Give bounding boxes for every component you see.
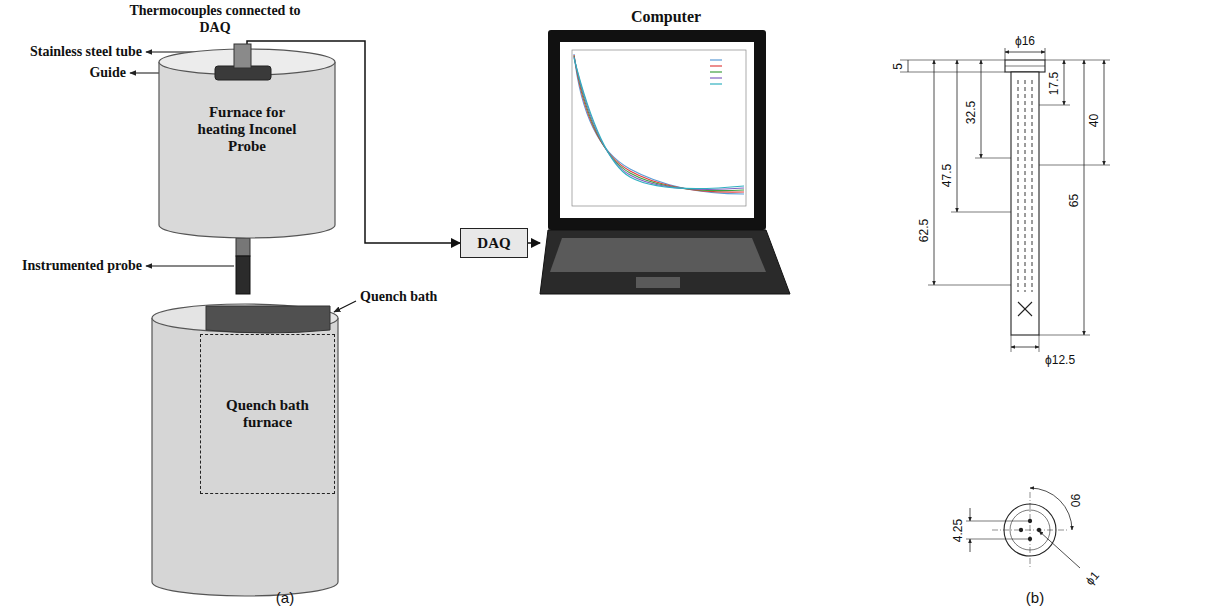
furnace-cylinder: Furnace for heating Inconel Probe bbox=[158, 44, 336, 240]
hole-line bbox=[1032, 80, 1033, 292]
leader-lines-part bbox=[146, 265, 234, 266]
probe-drawing-part bbox=[1005, 48, 1006, 60]
probe-drawing-part bbox=[1039, 335, 1090, 336]
dimension-label: ϕ1 bbox=[1083, 568, 1103, 588]
instrumented-probe-part bbox=[236, 256, 250, 294]
keyboard bbox=[550, 238, 766, 272]
probe-drawing-part bbox=[1011, 72, 1039, 335]
hole-line bbox=[1025, 80, 1026, 292]
hole-line bbox=[1018, 80, 1019, 292]
dimension-label: 5 bbox=[892, 62, 905, 71]
probe-drawing-part bbox=[992, 530, 1068, 531]
daq-box: DAQ bbox=[460, 228, 528, 258]
part-label: Thermocouples connected to DAQ bbox=[120, 2, 310, 36]
dimension-label: 4.25 bbox=[952, 517, 965, 542]
laptop-base bbox=[540, 230, 790, 294]
probe-drawing-part bbox=[1045, 60, 1110, 61]
probe-drawing-part bbox=[1018, 80, 1032, 292]
laptop-shape bbox=[540, 4, 792, 296]
probe-drawing-part bbox=[928, 285, 1011, 286]
cooling-curve bbox=[574, 54, 744, 194]
screen bbox=[560, 42, 754, 218]
plot-key-line bbox=[710, 59, 722, 60]
instrumented-probe-part bbox=[236, 238, 250, 256]
node-text: Furnace for heating Inconel Probe bbox=[184, 104, 310, 155]
part-label: Quench bath bbox=[360, 289, 437, 305]
probe-drawing-part bbox=[975, 158, 1011, 159]
plot-key-line bbox=[710, 83, 722, 84]
plot-frame bbox=[572, 50, 746, 206]
cylinder-body bbox=[159, 62, 335, 238]
plot-key-line bbox=[710, 65, 722, 66]
probe-drawing-part bbox=[970, 508, 971, 521]
dimension-label: 47.5 bbox=[941, 162, 954, 187]
node-text: Quench bath furnace bbox=[223, 397, 312, 431]
instrumented-probe bbox=[236, 238, 250, 294]
probe-drawing-part bbox=[1030, 488, 1072, 530]
stainless-steel-tube bbox=[234, 44, 251, 68]
touchpad bbox=[636, 277, 680, 288]
dimension-label: 90 bbox=[1068, 492, 1081, 507]
dimension-label: 32.5 bbox=[965, 99, 978, 124]
probe-drawing-part bbox=[1084, 60, 1085, 335]
probe-drawing-part bbox=[981, 60, 982, 158]
probe-drawing-part bbox=[1039, 531, 1080, 568]
probe-drawing-part bbox=[1039, 105, 1070, 106]
leader-lines-part bbox=[334, 301, 356, 312]
cooling-curve bbox=[574, 55, 744, 192]
computer-laptop: Computer bbox=[540, 4, 792, 296]
plot-key-line bbox=[710, 77, 722, 78]
panel-label: (b) bbox=[1026, 589, 1044, 606]
probe-drawing-part bbox=[908, 60, 909, 72]
screen-frame bbox=[548, 30, 766, 230]
probe-drawing-part bbox=[900, 60, 1005, 61]
panel-label: (a) bbox=[276, 589, 294, 606]
probe-drawing-part bbox=[1039, 165, 1110, 166]
quench-bath-cylinder-part bbox=[152, 304, 338, 332]
probe-drawing-part bbox=[1039, 335, 1040, 352]
cooling-curve bbox=[574, 57, 744, 189]
probe-drawing-part bbox=[951, 212, 1011, 213]
dimension-label: ϕ16 bbox=[1014, 35, 1036, 48]
probe-drawing-part bbox=[934, 60, 935, 285]
cooling-curve bbox=[574, 58, 744, 189]
node-text: Computer bbox=[540, 8, 792, 25]
probe-drawing-part bbox=[1018, 302, 1032, 316]
probe-drawing-part bbox=[1018, 302, 1032, 316]
probe-drawing-part bbox=[1104, 60, 1105, 165]
probe-drawing-part bbox=[966, 539, 1028, 540]
probe-drawing-part bbox=[1011, 335, 1012, 352]
quench-bath-cylinder bbox=[152, 304, 338, 596]
dimension-label: 62.5 bbox=[918, 217, 931, 242]
dimension-label: ϕ12.5 bbox=[1044, 354, 1076, 367]
part-label: Guide bbox=[89, 65, 126, 81]
dimension-label: 40 bbox=[1088, 112, 1101, 127]
probe-drawing-part bbox=[1005, 66, 1045, 67]
dimension-label: 17.5 bbox=[1048, 70, 1061, 95]
probe-drawing-part bbox=[1005, 52, 1045, 53]
probe-drawing bbox=[900, 48, 1110, 568]
quench-bath-cylinder-part bbox=[206, 306, 330, 333]
probe-drawing-part bbox=[1064, 60, 1065, 105]
probe-drawing-part bbox=[1011, 347, 1039, 348]
part-label: Instrumented probe bbox=[22, 258, 142, 274]
probe-drawing-part bbox=[966, 521, 1028, 522]
quench-furnace-box: Quench bath furnace bbox=[200, 334, 335, 494]
cooling-curve bbox=[574, 56, 744, 191]
probe-drawing-part bbox=[1005, 60, 1045, 72]
probe-drawing-part bbox=[970, 539, 971, 552]
connector-wire bbox=[528, 242, 540, 244]
probe-drawing-part bbox=[1045, 48, 1046, 60]
quench-bath-cylinder-part bbox=[152, 318, 338, 596]
probe-drawing-part bbox=[957, 60, 958, 212]
part-label: Stainless steel tube bbox=[30, 44, 142, 60]
plot-key-line bbox=[710, 71, 722, 72]
leader-lines bbox=[130, 52, 356, 312]
node-text: DAQ bbox=[477, 235, 510, 252]
dimension-label: 65 bbox=[1068, 192, 1081, 207]
probe-drawing-part bbox=[900, 72, 1005, 73]
